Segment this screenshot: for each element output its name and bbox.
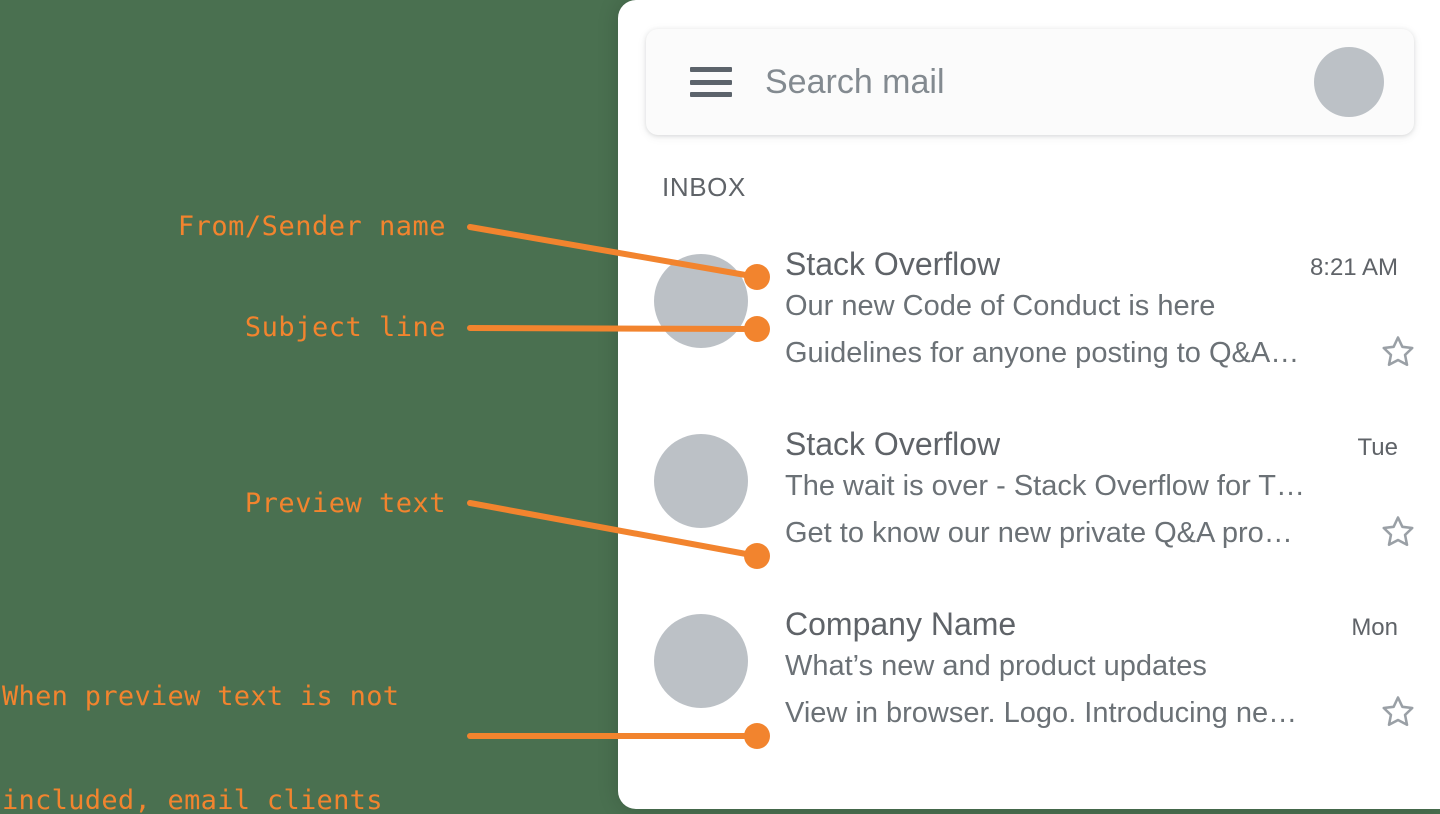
annotation-paragraph-line: When preview text is not [2,681,400,713]
email-row-body: Company Name Mon What’s new and product … [748,592,1440,737]
search-input[interactable]: Search mail [765,62,945,101]
sender-avatar [654,614,748,708]
email-subject: The wait is over - Stack Overflow for T… [785,470,1305,502]
email-sender: Stack Overflow [785,426,1001,462]
annotation-dot-preview [744,543,770,569]
email-preview: View in browser. Logo. Introducing ne… [785,697,1298,729]
email-sender: Stack Overflow [785,246,1001,282]
email-row-body: Stack Overflow Tue The wait is over - St… [748,412,1440,557]
annotation-subject-line: Subject line [244,312,446,343]
email-row-header: Company Name Mon [785,606,1440,643]
email-sender: Company Name [785,606,1017,642]
annotation-dot-paragraph [744,723,770,749]
annotation-dot-subject [744,316,770,342]
hamburger-menu-icon[interactable] [690,67,732,97]
email-preview-row: Guidelines for anyone posting to Q&A… [785,330,1440,377]
email-timestamp: 8:21 AM [1309,254,1398,281]
email-subject: Our new Code of Conduct is here [785,290,1216,322]
mail-client-card: Search mail INBOX Stack Overflow 8:21 AM… [618,0,1440,809]
email-preview-row: View in browser. Logo. Introducing ne… [785,690,1440,737]
email-preview: Guidelines for anyone posting to Q&A… [785,337,1300,369]
email-list-item[interactable]: Stack Overflow 8:21 AM Our new Code of C… [618,232,1440,412]
search-bar[interactable]: Search mail [646,29,1414,135]
email-preview: Get to know our new private Q&A pro… [785,517,1293,549]
hamburger-bar [690,67,732,72]
annotation-preview-text: Preview text [244,488,446,519]
annotation-paragraph-line: included, email clients [2,784,383,814]
email-list: Stack Overflow 8:21 AM Our new Code of C… [618,232,1440,772]
email-preview-row: Get to know our new private Q&A pro… [785,510,1440,557]
email-row-header: Stack Overflow Tue [785,426,1440,463]
email-list-item[interactable]: Stack Overflow Tue The wait is over - St… [618,412,1440,592]
star-outline-icon[interactable] [1380,513,1416,554]
email-subject: What’s new and product updates [785,650,1207,682]
star-outline-icon[interactable] [1380,693,1416,734]
star-outline-icon[interactable] [1380,333,1416,374]
email-timestamp: Tue [1357,434,1398,461]
email-row-header: Stack Overflow 8:21 AM [785,246,1440,283]
annotation-dot-from-sender [744,264,770,290]
sender-avatar [654,434,748,528]
email-list-item[interactable]: Company Name Mon What’s new and product … [618,592,1440,772]
hamburger-bar [690,79,732,85]
inbox-section-label: INBOX [662,172,746,202]
hamburger-bar [690,92,732,97]
email-row-body: Stack Overflow 8:21 AM Our new Code of C… [748,232,1440,377]
account-avatar[interactable] [1314,47,1384,117]
sender-avatar [654,254,748,348]
annotation-from-sender: From/Sender name [177,211,446,242]
annotation-paragraph: When preview text is not included, email… [2,611,399,814]
email-timestamp: Mon [1351,614,1398,641]
